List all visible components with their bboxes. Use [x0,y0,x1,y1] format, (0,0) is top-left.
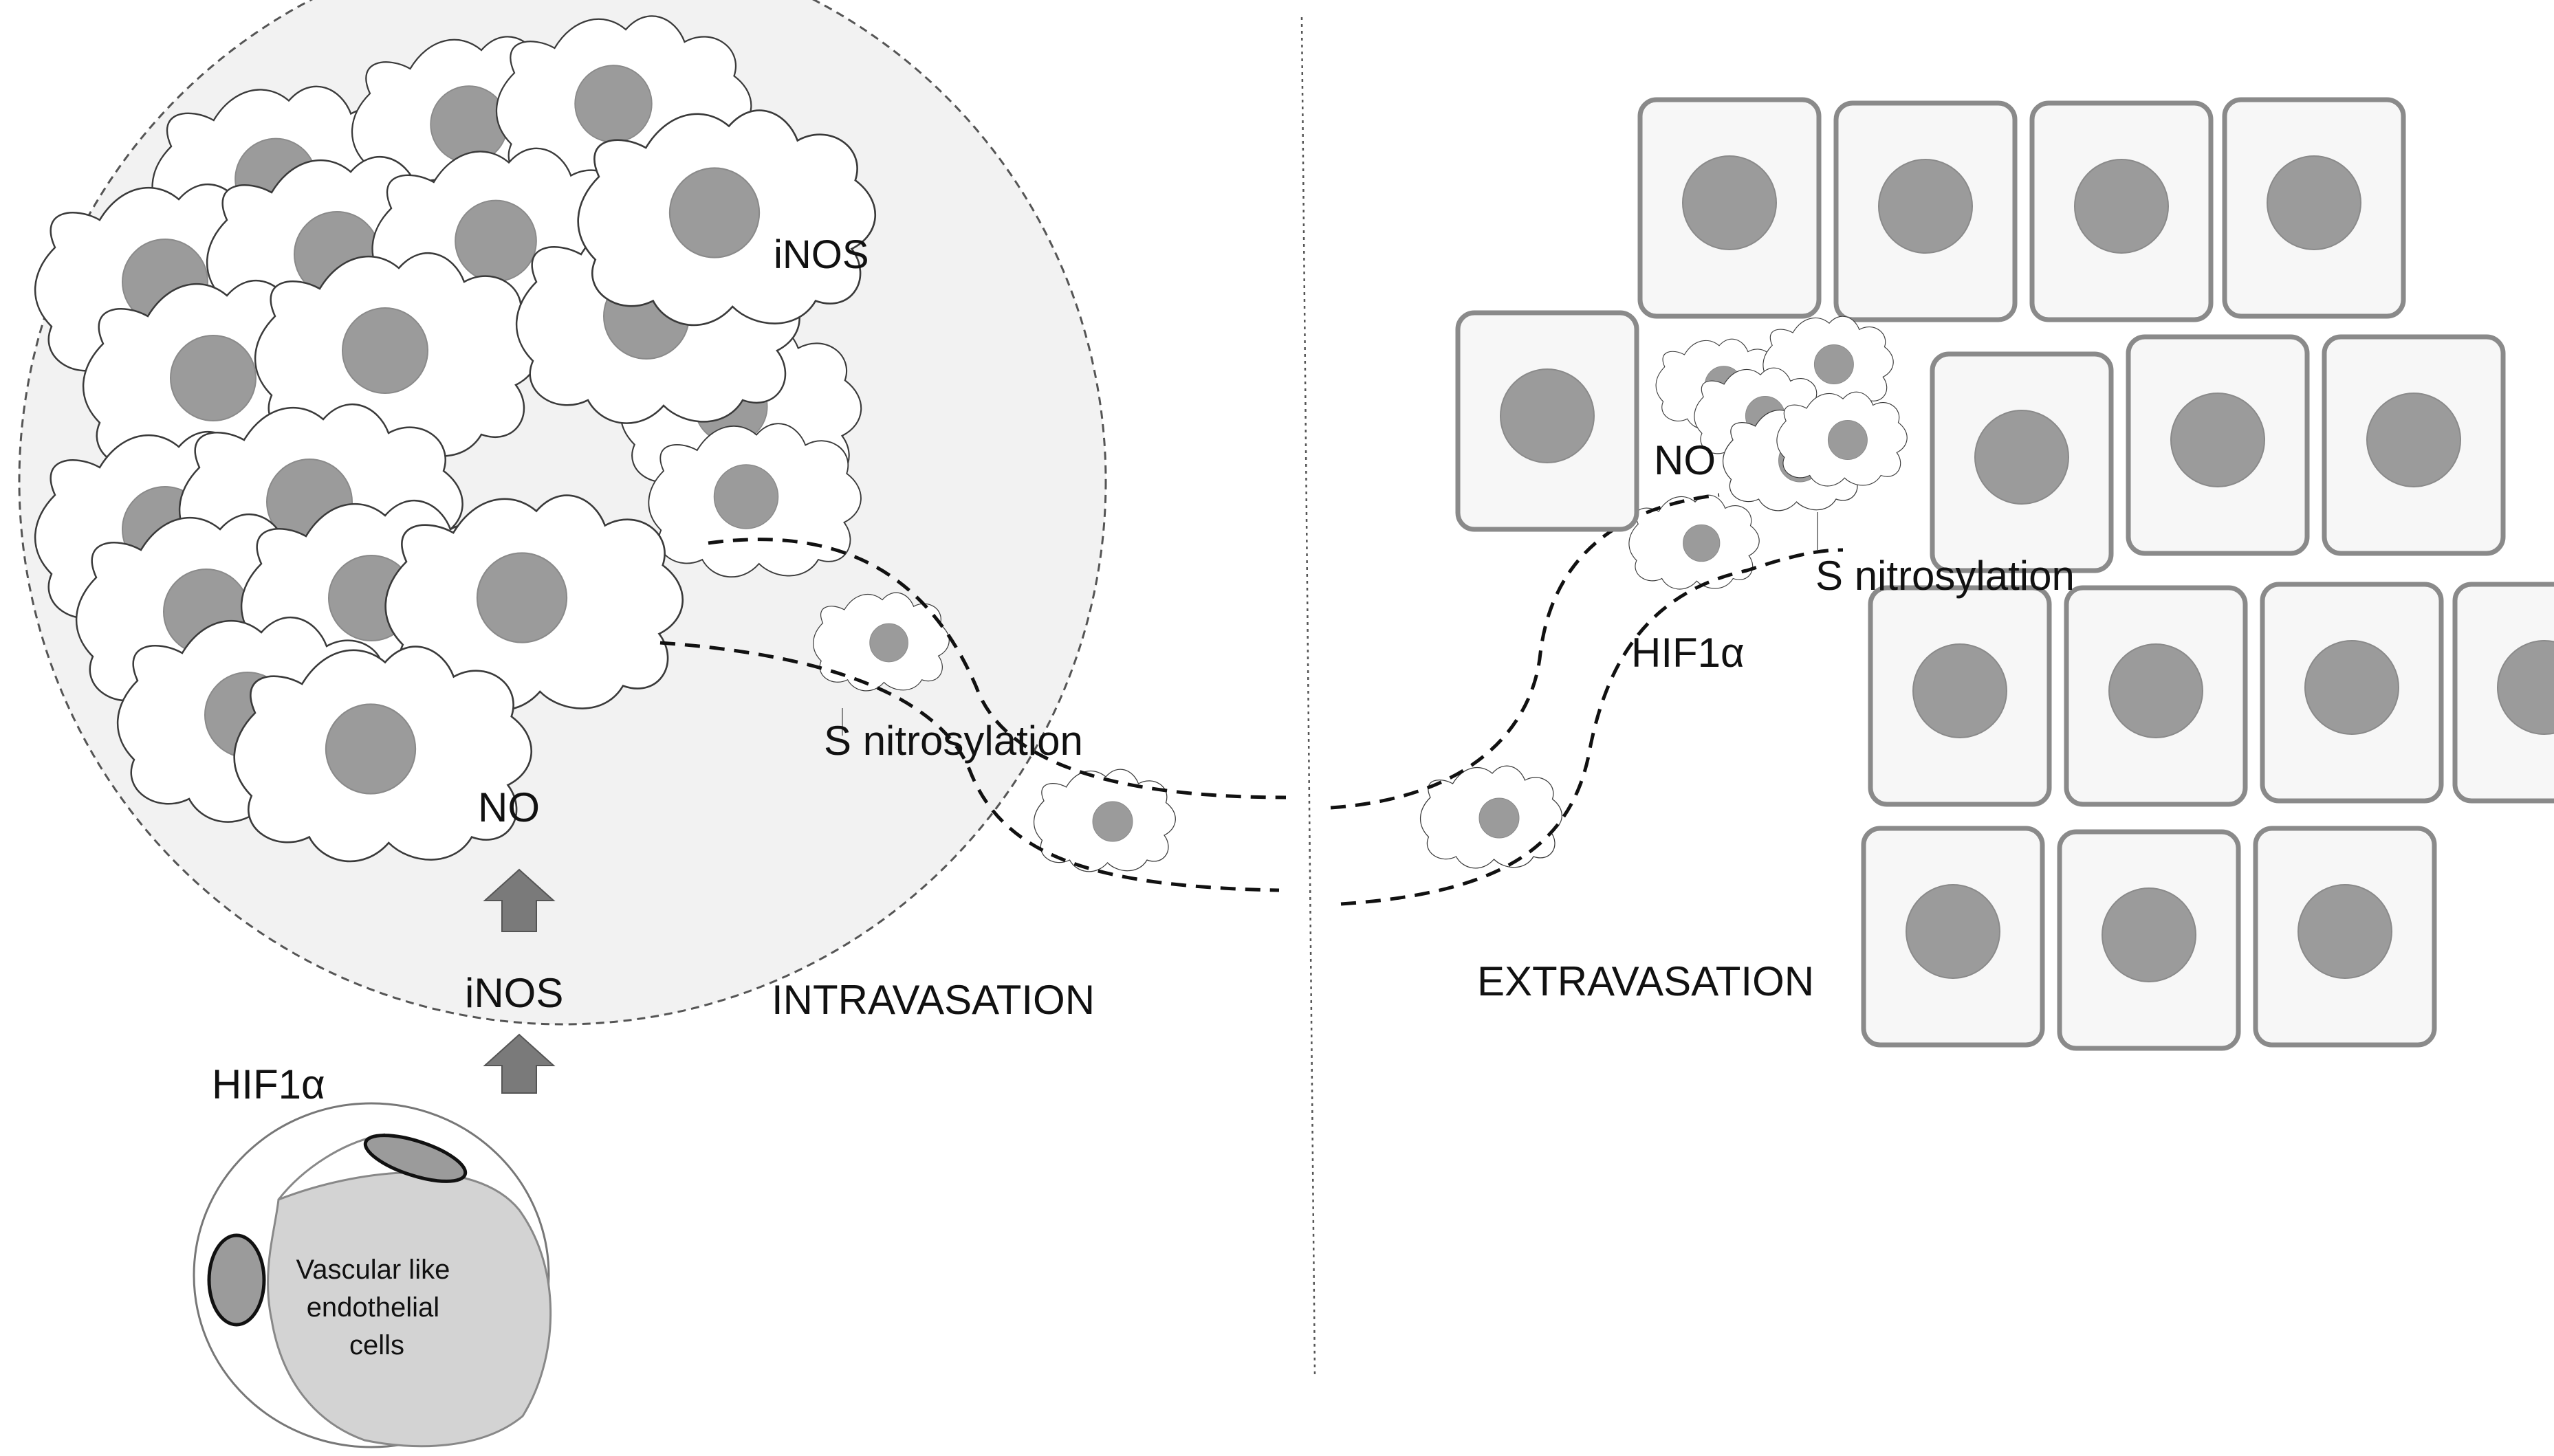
cluster-cell-5-nucleus [1827,420,1868,460]
tissue-cell-2 [1833,100,2018,322]
inos-tumor-label: iNOS [774,232,869,277]
tissue-cell-10-nucleus [2108,643,2203,738]
tumor-cell-3-nucleus [574,65,653,143]
upregulation-arrow-upper [483,868,556,932]
endothelial-nucleus-left [207,1233,266,1327]
upregulation-arrow-lower [483,1033,556,1094]
tissue-cell-1 [1637,97,1822,319]
cluster-cell-5 [1776,391,1908,487]
hif1a-right-label: HIF1α [1631,630,1745,676]
tissue-cell-14-nucleus [2102,887,2196,982]
migrating-cell-4 [1628,494,1760,590]
tissue-cell-3 [2029,100,2214,322]
tissue-cell-9-nucleus [1912,643,2007,738]
vascular-cells-label: Vascular like endothelial cells [296,1255,458,1360]
migrating-cell-3-nucleus [1478,797,1520,839]
tumor-cell-8 [254,252,539,459]
no-tumor-label: NO [478,784,540,830]
tumor-cell-7 [82,279,367,486]
cluster-cell-2-nucleus [1813,344,1854,384]
tumor-cell-18 [384,494,684,712]
endothelial-nucleus-top [363,1134,468,1183]
vascular-cells-line-2: endothelial [307,1292,440,1323]
tissue-cell-15-nucleus [2297,884,2392,979]
tissue-cell-6 [1930,351,2114,573]
vessel-wall-upper-left [708,538,1287,799]
tissue-cell-13 [1861,826,2045,1048]
tumor-cell-mass [34,15,877,863]
tissue-cell-6-nucleus [1974,410,2069,505]
tissue-cell-15 [2253,826,2437,1048]
tumor-cell-8-nucleus [342,307,428,394]
migrating-cell-2-nucleus [1092,801,1133,842]
vascular-cells-line-1: Vascular like [296,1255,450,1285]
vessel-wall-lower-right [1340,548,1844,906]
migrating-cells [813,494,1760,872]
tumor-cell-19 [233,646,533,863]
vessel-wall-lower-left [659,641,1280,892]
tissue-cell-7-nucleus [2170,393,2265,487]
tissue-cell-7 [2126,334,2310,556]
tissue-cell-13-nucleus [1906,884,2000,979]
tissue-cell-4 [2222,97,2406,319]
tumor-cell-10-nucleus [713,464,779,529]
inos-arrow-label: iNOS [465,970,563,1016]
tissue-cell-8-nucleus [2366,393,2461,487]
tumor-cell-17-nucleus [668,167,761,258]
migrating-cell-3 [1419,765,1562,869]
no-right-label: NO [1654,437,1716,483]
vascular-like-endothelial-structure [193,1102,552,1448]
intravasation-label: INTRAVASATION [772,977,1095,1023]
extravasation-label: EXTRAVASATION [1477,958,1814,1004]
migrating-cell-1-nucleus [869,623,908,663]
migrating-cell-2 [1033,769,1176,872]
tumor-cell-2-nucleus [430,85,508,164]
tissue-cell-10 [2064,585,2248,807]
tumor-cell-10 [648,423,862,578]
tissue-cell-12 [2452,582,2554,804]
vascular-cells-line-3: cells [349,1330,404,1360]
hif1a-left-label: HIF1α [212,1061,325,1107]
tissue-cell-14 [2057,829,2241,1051]
cluster-cell-2 [1762,316,1894,411]
tissue-cell-11 [2260,582,2444,804]
tissue-cell-4-nucleus [2267,155,2361,250]
tumor-cell-6-nucleus [455,199,537,283]
s-nitrosylation-left-label: S nitrosylation [824,718,1083,764]
tissue-cell-12-nucleus [2497,640,2554,735]
host-tissue-cells [1455,97,2554,1051]
tissue-cell-3-nucleus [2074,159,2169,254]
tissue-cell-5 [1455,310,1639,532]
tissue-cell-9 [1868,585,2052,807]
tumor-cell-7-nucleus [170,335,257,421]
tissue-cell-5-nucleus [1500,368,1595,463]
tissue-cell-1-nucleus [1682,155,1777,250]
tissue-cell-8 [2322,334,2506,556]
extravasating-cell-cluster [1655,316,1908,511]
tissue-cell-2-nucleus [1878,159,1973,254]
s-nitrosylation-right-label: S nitrosylation [1815,553,2075,599]
tumor-cell-17 [577,109,877,327]
migrating-cell-1 [813,592,950,692]
tumor-cell-19-nucleus [325,703,417,795]
intra-extra-divider [1300,16,1316,1376]
migrating-cell-4-nucleus [1683,524,1721,562]
tumor-cell-18-nucleus [476,552,568,643]
tissue-cell-11-nucleus [2304,640,2399,735]
